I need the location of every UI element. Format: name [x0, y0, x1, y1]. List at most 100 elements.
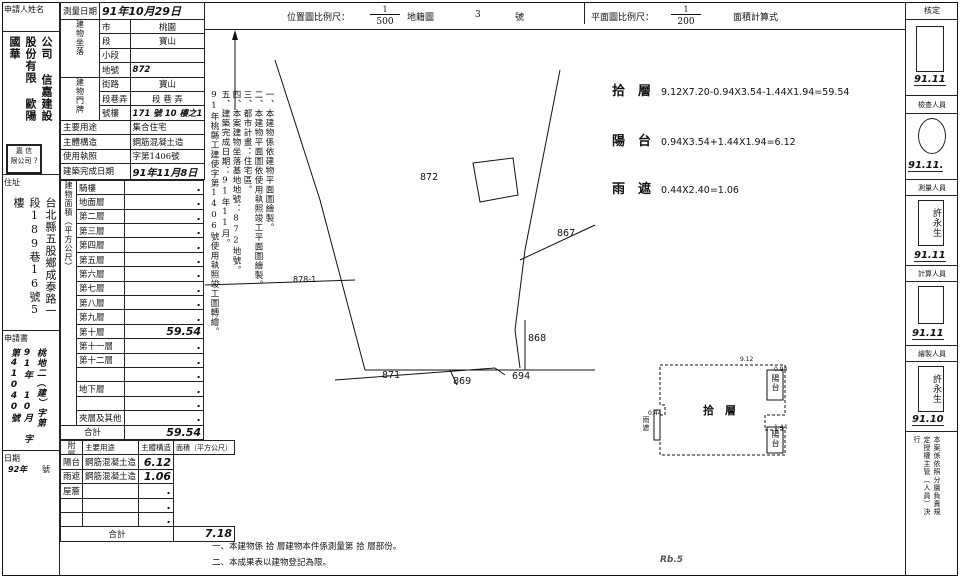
header-divider — [584, 2, 585, 24]
floor-row: 第七層. — [61, 280, 204, 297]
calc-stamp-box — [918, 286, 944, 324]
calc-date: 91.11 — [912, 328, 944, 340]
plot-date: 91.10 — [912, 414, 944, 426]
floor-area: . — [124, 208, 204, 225]
floor-name: 第五層 — [76, 251, 125, 268]
area-calc-label: 面積計算式 — [733, 13, 779, 23]
floor-area: . — [124, 338, 204, 354]
floor-area: . — [124, 251, 204, 268]
annex-area: . — [138, 511, 175, 528]
building-label: 建物坐落 — [59, 19, 101, 78]
annex-use — [59, 497, 84, 513]
plan-balcony-2: 陽台 — [771, 430, 780, 448]
floor-row: 地下層. — [61, 381, 204, 397]
annex-struct: 鋼筋混凝土造 — [82, 468, 140, 485]
floor-row: . — [61, 366, 204, 383]
permit-value: 字第1406號 — [129, 148, 206, 164]
floor-row: 第六層. — [61, 266, 204, 282]
floor-name: 第四層 — [76, 237, 125, 253]
floor-name — [76, 366, 125, 383]
floor-name: 第十二層 — [76, 352, 125, 368]
plan-dim-top: 9.12 — [740, 356, 754, 363]
balcony-2-rect — [766, 426, 784, 454]
floor-area: . — [124, 352, 204, 368]
applicant-seal: 嘉 信 限公司 ? — [6, 144, 42, 174]
annex-total-label: 合計 — [59, 526, 175, 542]
plan-canopy: 雨遮 — [642, 416, 650, 432]
floor-row: 第五層. — [61, 251, 204, 268]
floor-area: . — [124, 395, 204, 412]
annex-struct — [82, 497, 140, 513]
city-value: 桃園 — [129, 18, 206, 35]
annex-table: 附屬建物 主要用途 主體構造 面積（平方公尺） 陽台鋼筋混凝土造6.12雨遮鋼筋… — [59, 439, 236, 542]
floor-row: 第三層. — [61, 223, 204, 239]
main-use-value: 集合住宅 — [129, 119, 206, 136]
lot-boundary-east — [514, 69, 561, 369]
lot-line-869 — [449, 369, 458, 386]
floor-name: 第三層 — [76, 223, 125, 239]
street-label: 街路 — [99, 76, 131, 92]
plan-scale-den: 200 — [677, 17, 695, 27]
building-footprint — [472, 157, 519, 203]
floor-area: . — [124, 366, 204, 383]
floor-area: . — [124, 237, 204, 253]
note-2: 二、本建物平面圖依使用執照竣工平面圖繪製。 — [253, 90, 263, 290]
lot-868-label: 868 — [528, 333, 547, 344]
annex-head-use: 主要用途 — [82, 439, 140, 456]
annex-use: 雨遮 — [59, 468, 84, 485]
location-map — [205, 30, 596, 386]
survey-date-value: 91年10月29日 — [99, 2, 206, 20]
floor-area: . — [124, 179, 204, 196]
check-stamp-circle — [918, 118, 946, 154]
annex-area: 6.12 — [138, 454, 175, 470]
approval-column: 核定 91.11 檢查人員 91.11. 測量人員 許永生 91.11 計算人員… — [905, 2, 958, 576]
annex-struct — [82, 483, 140, 499]
floor-area: . — [124, 280, 204, 297]
section-value: 寶山 — [129, 33, 206, 49]
floor-name — [76, 395, 125, 412]
bottom-note-2: 二、本成果表以建物登記為限。 — [212, 558, 332, 568]
main-struct-label: 主體構造 — [60, 134, 131, 150]
lot-line-871 — [334, 367, 496, 381]
lot-694-label: 694 — [512, 371, 531, 382]
plot-stamp-name: 許永生 — [918, 366, 944, 412]
calc-balcony-formula: 0.94X3.54+1.44X1.94=6.12 — [661, 137, 796, 148]
calc-floor10-formula: 9.12X7.20-0.94X3.54-1.44X1.94=59.54 — [661, 87, 850, 98]
floor-row: 第二層. — [61, 208, 204, 225]
annex-struct — [82, 511, 140, 528]
date-value: 92年 — [8, 465, 28, 474]
notes-block: 一、本建物係依建物平面圖繪製。 二、本建物平面圖依使用執照竣工平面圖繪製。 三、… — [208, 90, 274, 500]
annex-row: . — [59, 511, 235, 528]
lot-867-label: 867 — [557, 228, 576, 239]
floor-name: 地下層 — [76, 381, 125, 397]
survey-date-label: 測量日期 — [59, 2, 101, 20]
lot-map-label: 地籍圖 — [407, 13, 435, 23]
applicant-column: 申請人姓名 公司 信嘉建設股份有限 歐陽國華 嘉 信 限公司 ? 住址 台北縣五… — [2, 2, 60, 576]
main-struct-value: 鋼筋混凝土造 — [129, 134, 206, 150]
date-label: 日期 — [2, 450, 60, 466]
floor-name: 第十一層 — [76, 338, 125, 354]
lot-label: 地號 — [99, 62, 131, 78]
annex-use: 陽台 — [59, 454, 84, 470]
floor-row: 夾層及其他. — [61, 410, 204, 426]
balcony-1-rect — [766, 369, 784, 401]
floor-row: 第四層. — [61, 237, 204, 253]
lane-label: 段巷弄 — [99, 90, 131, 107]
city-label: 市 — [99, 18, 131, 35]
main-use-label: 主要用途 — [60, 119, 131, 136]
verify-label: 核定 — [906, 2, 958, 20]
map-header: 位置圖比例尺： 1 500 地籍圖 3 號 平面圖比例尺： 1 200 面積計算… — [205, 2, 905, 30]
canopy-rect — [653, 409, 661, 441]
check-label: 檢查人員 — [906, 96, 958, 114]
annex-head-struct: 主體構造 — [138, 439, 175, 456]
address-label: 住址 — [2, 174, 60, 190]
verify-stamp: 91.11 — [906, 20, 958, 96]
calc-person-label: 計算人員 — [906, 266, 958, 282]
floor-area: . — [124, 410, 204, 426]
floor-name: 第七層 — [76, 280, 125, 297]
verify-stamp-box — [916, 26, 944, 72]
lot-872-label: 872 — [420, 172, 439, 183]
plot-label: 繪製人員 — [906, 346, 958, 362]
